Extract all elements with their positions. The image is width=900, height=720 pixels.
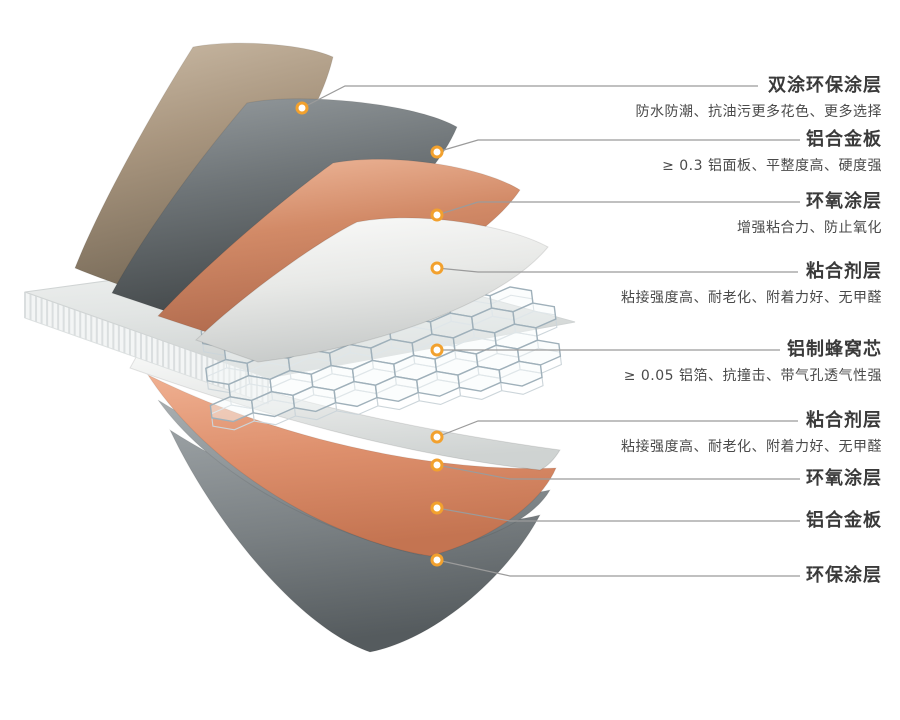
sheet-adhesive-top — [195, 217, 549, 363]
leader-line — [301, 85, 758, 109]
layer-marker-dot — [430, 501, 444, 515]
layer-marker-dot — [430, 145, 444, 159]
layer-marker-dot — [430, 553, 444, 567]
sheet-adhesive-bottom — [129, 349, 561, 471]
layer-marker-dot — [295, 101, 309, 115]
leader-line — [436, 201, 800, 216]
layer-marker-dot — [430, 458, 444, 472]
leader-line — [436, 420, 798, 438]
leader-line — [436, 507, 800, 522]
layer-marker-dot — [430, 208, 444, 222]
leader-lines — [301, 85, 800, 577]
layer-marker-dot — [430, 430, 444, 444]
layer-marker-dot — [430, 261, 444, 275]
leader-line — [436, 464, 800, 480]
layer-markers — [295, 101, 444, 567]
layer-marker-dot — [430, 343, 444, 357]
leader-line — [436, 559, 800, 577]
leader-line — [436, 139, 800, 153]
leader-line — [436, 267, 798, 273]
